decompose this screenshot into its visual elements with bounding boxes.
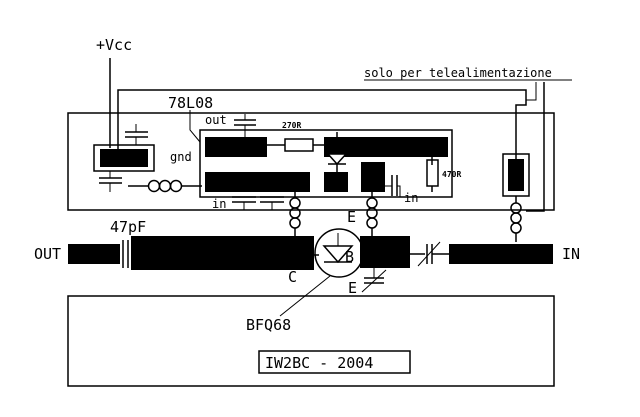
base-label: B xyxy=(345,248,354,266)
regulator-leader xyxy=(189,110,201,143)
transistor-leader xyxy=(279,275,331,317)
input-trace xyxy=(449,244,553,264)
regulator-in-pad xyxy=(205,172,310,192)
reg-gnd-label: gnd xyxy=(170,150,192,164)
input-trimmer-cap xyxy=(410,241,449,267)
cap-47pf-label: 47pF xyxy=(110,218,146,236)
remote-power-label: solo per telealimentazione xyxy=(364,66,552,80)
remote-feed-wire-1 xyxy=(117,89,527,160)
collector-trace xyxy=(131,236,314,270)
emitter-bypass-cap xyxy=(361,268,387,293)
collector-label: C xyxy=(288,268,297,286)
in-filter-pad xyxy=(508,159,524,191)
r270-label: 270R xyxy=(282,121,301,130)
trace-in-label: in xyxy=(404,191,418,205)
collector-choke xyxy=(289,192,301,236)
r270-resistor xyxy=(284,138,314,152)
diode-pad xyxy=(324,172,348,192)
bias-cap-1 xyxy=(385,175,398,196)
bias-cap-wire xyxy=(397,185,401,197)
emitter-top-label: E xyxy=(347,208,356,226)
vcc-cap-bottom xyxy=(99,171,122,192)
reg-in-caps xyxy=(232,196,284,210)
vcc-filter-pad xyxy=(100,149,148,167)
emitter-choke xyxy=(366,192,378,236)
transistor-label: BFQ68 xyxy=(246,316,291,334)
r470-label: 470R xyxy=(442,170,461,179)
reg-out-label: out xyxy=(205,113,227,127)
out-port-label: OUT xyxy=(34,245,61,263)
in-port-label: IN xyxy=(562,245,580,263)
cap-47pf xyxy=(122,240,129,268)
bias-diode xyxy=(326,132,348,172)
regulator-out-pad xyxy=(205,137,267,157)
vcc-choke xyxy=(128,179,202,193)
reg-in-label: in xyxy=(212,197,226,211)
regulator-section-outline xyxy=(199,129,453,198)
vcc-cap-top xyxy=(125,124,148,145)
transistor-symbol xyxy=(322,233,354,264)
vcc-filter-frame xyxy=(93,144,155,172)
regulator-label: 78L08 xyxy=(168,94,213,112)
remote-feed-wire-3 xyxy=(526,82,537,101)
top-board-outline xyxy=(67,112,555,211)
credit-label: IW2BC - 2004 xyxy=(265,354,373,372)
out-port-pad xyxy=(68,244,120,264)
bottom-board-outline xyxy=(67,295,555,387)
emitter-bottom-label: E xyxy=(348,279,357,297)
credit-box xyxy=(258,350,411,374)
reg-out-cap xyxy=(234,114,256,137)
remote-feed-wire-2 xyxy=(526,82,545,212)
bias-pad xyxy=(361,162,385,192)
input-choke xyxy=(510,196,522,242)
vcc-label: +Vcc xyxy=(96,36,132,54)
base-trace xyxy=(360,236,410,268)
bias-trace-pad xyxy=(324,137,448,157)
